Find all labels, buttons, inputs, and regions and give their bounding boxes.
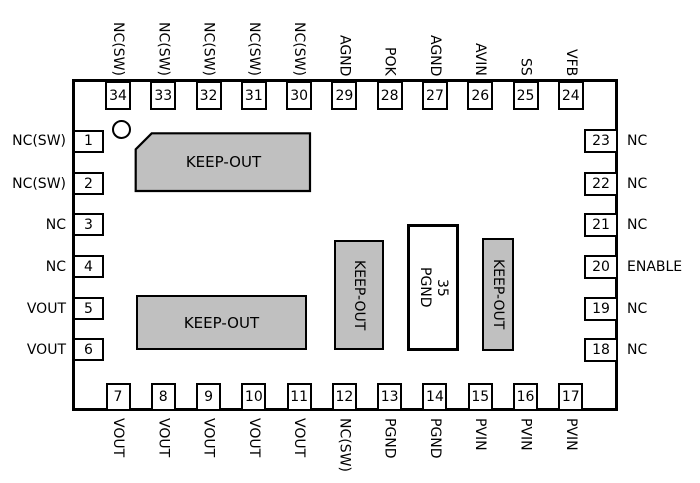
pin-box-13: 13	[377, 383, 403, 411]
pin-box-6: 6	[73, 338, 104, 362]
pin-box-21: 21	[584, 212, 618, 237]
pin-box-25: 25	[512, 81, 539, 110]
pin-label-1: NC(SW)	[12, 133, 66, 149]
pin-label-2: NC(SW)	[12, 175, 66, 192]
keep-out-region-bottom-left: KEEP-OUT	[136, 295, 307, 350]
pin-label-28: POK	[381, 47, 398, 76]
keep-out-label: KEEP-OUT	[351, 259, 367, 331]
center-pad-label: PGND	[417, 267, 433, 308]
pin-label-16: PVIN	[517, 418, 534, 451]
pin-label-31: NC(SW)	[245, 22, 262, 76]
pin-label-8: VOUT	[155, 418, 172, 458]
pin-box-26: 26	[467, 81, 494, 110]
pin1-indicator-circle	[112, 120, 131, 139]
pin-box-33: 33	[150, 81, 177, 110]
keep-out-label: KEEP-OUT	[183, 313, 260, 332]
pin-box-7: 7	[105, 383, 131, 411]
pin-box-18: 18	[584, 337, 618, 362]
pin-box-19: 19	[584, 296, 618, 321]
pin-label-11: VOUT	[291, 418, 308, 458]
pin-label-30: NC(SW)	[291, 22, 308, 76]
pin-box-31: 31	[240, 81, 267, 110]
pin-box-32: 32	[195, 81, 222, 110]
pin-box-27: 27	[421, 81, 448, 110]
pin-label-25: SS	[517, 58, 534, 76]
pin-label-7: VOUT	[110, 418, 126, 458]
pin-label-12: NC(SW)	[336, 418, 353, 472]
center-pad-text: 35 PGND	[416, 227, 450, 348]
pin-label-19: NC	[627, 300, 648, 317]
pin-label-3: NC	[45, 216, 66, 233]
pin-box-17: 17	[558, 383, 584, 411]
pin-box-10: 10	[241, 383, 267, 411]
pin-label-34: NC(SW)	[110, 22, 126, 76]
pin-label-26: AVIN	[472, 43, 489, 76]
pin-box-12: 12	[331, 383, 357, 411]
pin-label-29: AGND	[336, 34, 353, 76]
pin-box-8: 8	[150, 383, 176, 411]
pin-box-34: 34	[105, 81, 131, 110]
pin-label-32: NC(SW)	[200, 22, 217, 76]
pin-box-4: 4	[73, 255, 104, 278]
pin-label-22: NC	[627, 175, 648, 192]
keep-out-label: KEEP-OUT	[490, 259, 506, 330]
pin-box-29: 29	[331, 81, 358, 110]
pin-box-2: 2	[73, 172, 104, 195]
pin-label-27: AGND	[426, 34, 443, 76]
pin-box-16: 16	[513, 383, 539, 411]
pin-label-9: VOUT	[200, 418, 217, 458]
pin-label-21: NC	[627, 216, 648, 233]
keep-out-region-middle-right: KEEP-OUT	[482, 238, 514, 351]
pin-label-10: VOUT	[245, 418, 262, 458]
center-pad-number: 35	[434, 278, 450, 297]
pin-box-11: 11	[286, 383, 312, 411]
keep-out-region-top	[134, 132, 312, 193]
pin-box-14: 14	[422, 383, 448, 411]
pin-box-23: 23	[584, 129, 618, 153]
pin-box-30: 30	[286, 81, 313, 110]
pin-box-9: 9	[196, 383, 222, 411]
pin-label-14: PGND	[426, 418, 443, 459]
pin-box-5: 5	[73, 297, 104, 320]
pin-box-15: 15	[467, 383, 493, 411]
pin-label-13: PGND	[381, 418, 398, 459]
pin-label-4: NC	[45, 258, 66, 275]
pin-label-15: PVIN	[472, 418, 489, 451]
pin-box-20: 20	[584, 254, 618, 279]
pin-label-33: NC(SW)	[155, 22, 172, 76]
pin-box-24: 24	[557, 81, 584, 110]
keep-out-region-middle-left: KEEP-OUT	[334, 240, 384, 350]
pin-label-17: PVIN	[562, 418, 579, 451]
pin-box-28: 28	[376, 81, 403, 110]
pin-label-18: NC	[627, 341, 648, 358]
pin-label-23: NC	[627, 133, 648, 149]
pin-label-24: VFB	[562, 48, 579, 76]
pin-label-5: VOUT	[26, 300, 66, 317]
center-pad-35: 35 PGND	[407, 224, 459, 351]
keep-out-shape	[134, 132, 312, 193]
pin-label-6: VOUT	[26, 341, 66, 358]
pin-label-20: ENABLE	[627, 258, 683, 275]
keep-out-label: KEEP-OUT	[185, 153, 262, 171]
pin-box-3: 3	[73, 213, 104, 237]
pin-box-22: 22	[584, 171, 618, 196]
pin-box-1: 1	[73, 129, 104, 153]
